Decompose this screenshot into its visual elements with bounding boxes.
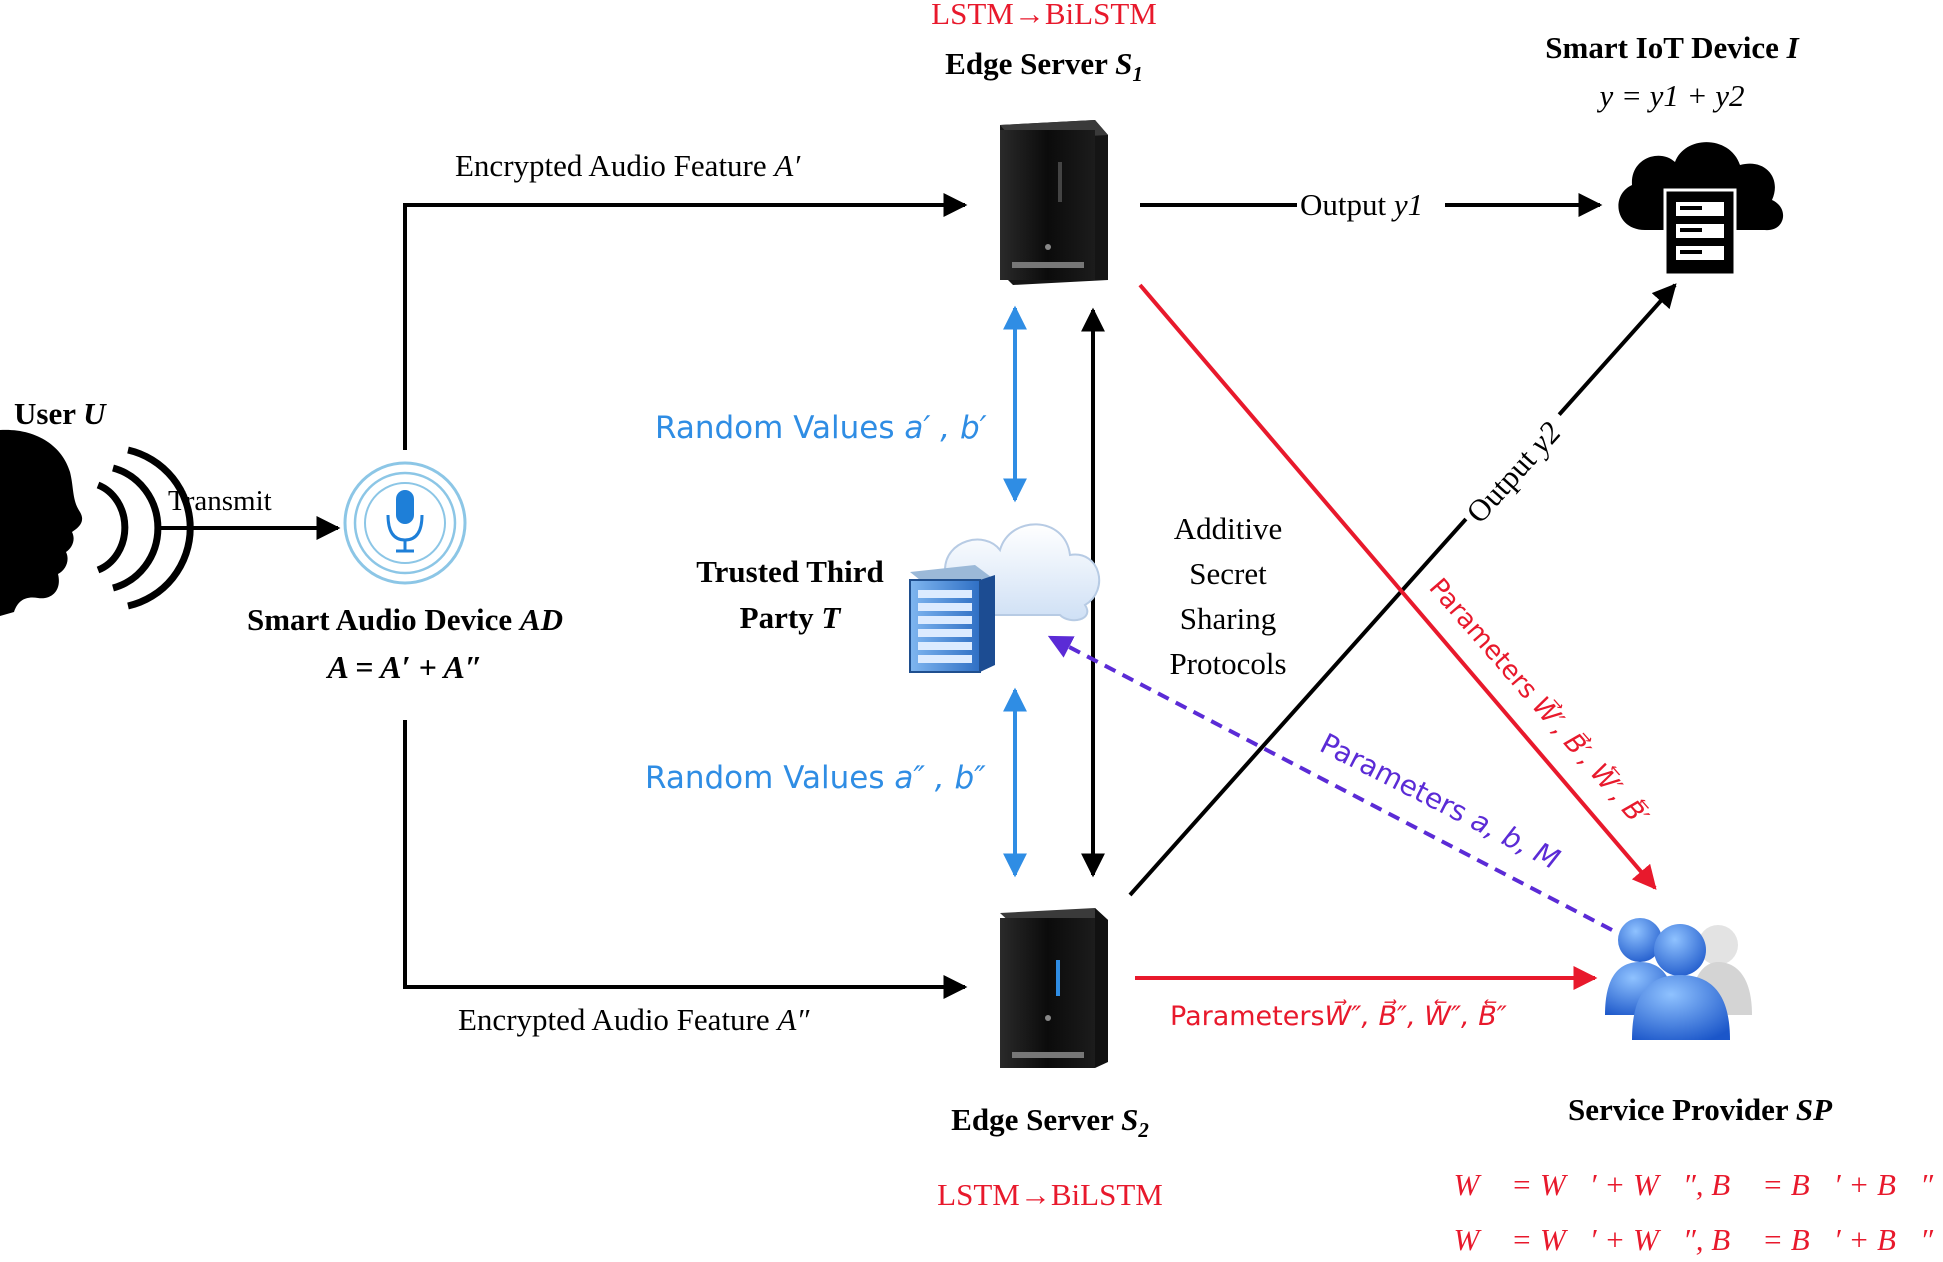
arrow-sp-params-to-ttp [1047, 635, 1613, 932]
transmit-label: Transmit [168, 485, 272, 517]
sp-equation-forward: W⃗ = W⃗′ + W⃗″, B⃗ = B⃗′ + B⃗″ [1453, 1167, 1934, 1202]
output-y1-label: Output y1 [1300, 187, 1423, 222]
user-label: User U [14, 396, 107, 431]
iot-cloud-icon [1618, 142, 1784, 277]
trusted-third-party-icon [909, 523, 1101, 673]
ttp-title-line-2: Party T [740, 600, 842, 635]
iot-title: Smart IoT Device I [1545, 30, 1799, 65]
arrow-audio-to-s2 [403, 720, 968, 999]
audio-device-equation: A = A′ + A″ [325, 649, 482, 685]
microphone-icon [343, 461, 467, 585]
additive-protocol-line-2: Secret [1189, 556, 1267, 591]
s2-title: Edge Server S2 [951, 1102, 1149, 1142]
ttp-title-line-1: Trusted Third [696, 554, 883, 589]
service-provider-people-icon [1605, 918, 1752, 1040]
additive-protocol-line-4: Protocols [1169, 646, 1286, 681]
random-values-bottom-label: Random Values a″ , b″ [645, 760, 986, 796]
user-speaking-icon [0, 429, 194, 616]
encrypted-feature-top-label: Encrypted Audio Feature A′ [455, 148, 801, 183]
additive-protocol-line-3: Sharing [1180, 601, 1276, 636]
s1-model-label: LSTM→BiLSTM [931, 0, 1157, 31]
params-purple-label: Parameters a, b, M [1315, 727, 1565, 876]
encrypted-feature-bottom-label: Encrypted Audio Feature A″ [458, 1002, 810, 1037]
output-y2-label: Output y2 [1459, 415, 1567, 530]
random-values-top-label: Random Values a′ , b′ [655, 410, 987, 446]
arrow-audio-to-s1 [403, 193, 968, 450]
edge-server-1-icon [1000, 120, 1108, 285]
audio-device-title: Smart Audio Device AD [247, 602, 563, 637]
sp-title: Service Provider SP [1568, 1092, 1833, 1127]
iot-equation: y = y1 + y2 [1596, 78, 1744, 113]
params-red-bottom-label: ParametersW⃗″, B⃗″, W⃖″, B⃖″ [1170, 999, 1507, 1032]
additive-protocol-line-1: Additive [1174, 511, 1283, 546]
edge-server-2-icon [1000, 908, 1108, 1068]
s2-model-label: LSTM→BiLSTM [937, 1177, 1163, 1212]
sp-equation-backward: W⃖ = W⃖′ + W⃖″, B⃖ = B⃖′ + B⃖″ [1453, 1222, 1934, 1257]
arrow-s1-params-to-sp [1138, 283, 1657, 890]
s1-title: Edge Server S1 [945, 46, 1143, 86]
